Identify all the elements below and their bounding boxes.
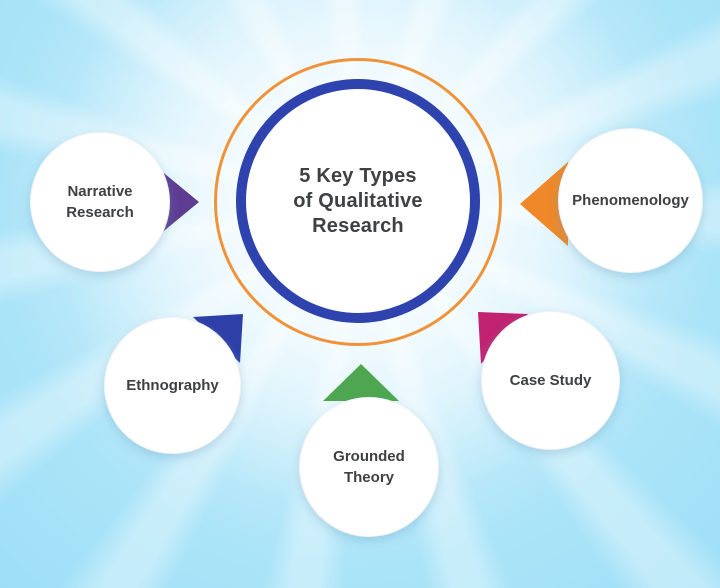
node-label: Case Study bbox=[509, 372, 592, 389]
diagram-title-line: of Qualitative bbox=[293, 189, 423, 212]
node-label: Phenomenology bbox=[572, 192, 689, 209]
center-circle: 5 Key Types of Qualitative Research bbox=[236, 79, 480, 323]
node-phenomenology: Phenomenology bbox=[558, 128, 703, 273]
node-label: Grounded bbox=[333, 448, 405, 465]
node-ethnography: Ethnography bbox=[104, 317, 241, 454]
node-case-study: Case Study bbox=[481, 311, 620, 450]
diagram-title: 5 Key Types of Qualitative Research bbox=[293, 164, 423, 239]
arrow-up-icon bbox=[323, 364, 399, 401]
node-grounded-theory: Grounded Theory bbox=[299, 397, 439, 537]
diagram-title-line: 5 Key Types bbox=[299, 164, 417, 187]
node-label: Theory bbox=[343, 469, 394, 486]
node-label: Ethnography bbox=[126, 377, 219, 394]
node-narrative-research: Narrative Research bbox=[30, 132, 170, 272]
node-label: Research bbox=[66, 204, 134, 221]
diagram-title-line: Research bbox=[312, 214, 404, 237]
node-label: Narrative bbox=[67, 183, 133, 200]
